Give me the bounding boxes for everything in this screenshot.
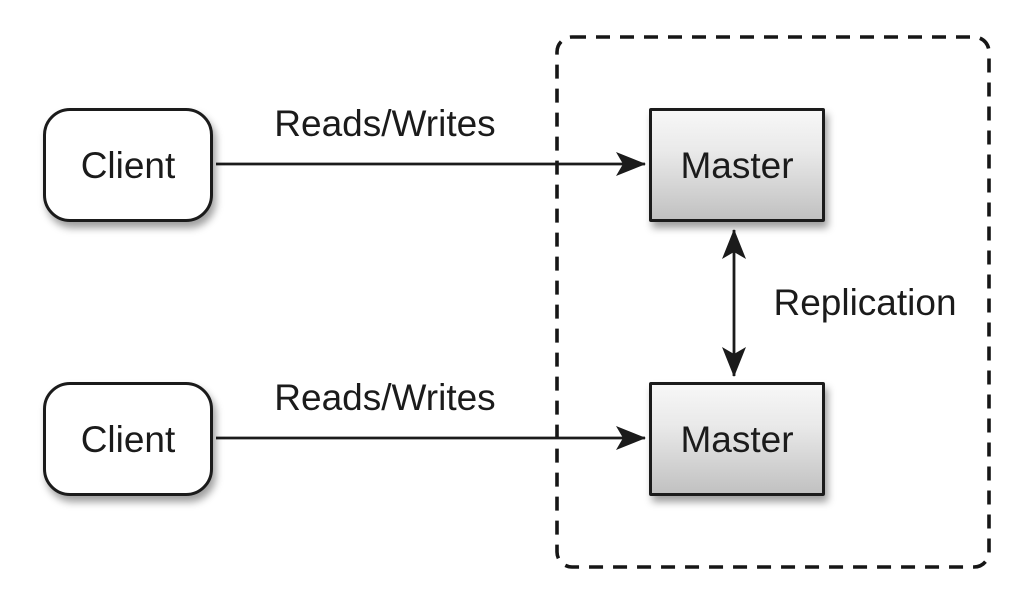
- edge-label-replication: Replication: [773, 282, 957, 323]
- node-master-bottom-label: Master: [680, 418, 794, 460]
- edge-label-reads-writes-top: Reads/Writes: [274, 103, 496, 144]
- replication-group-dashed-border: [555, 35, 991, 569]
- edge-label-reads-writes-bottom: Reads/Writes: [274, 377, 496, 418]
- node-client-top-label: Client: [80, 144, 176, 186]
- node-client-bottom: Client: [43, 382, 213, 496]
- node-master-top-label: Master: [680, 144, 794, 186]
- node-master-bottom: Master: [649, 382, 825, 496]
- node-client-bottom-label: Client: [80, 418, 176, 460]
- node-master-top: Master: [649, 108, 825, 222]
- node-client-top: Client: [43, 108, 213, 222]
